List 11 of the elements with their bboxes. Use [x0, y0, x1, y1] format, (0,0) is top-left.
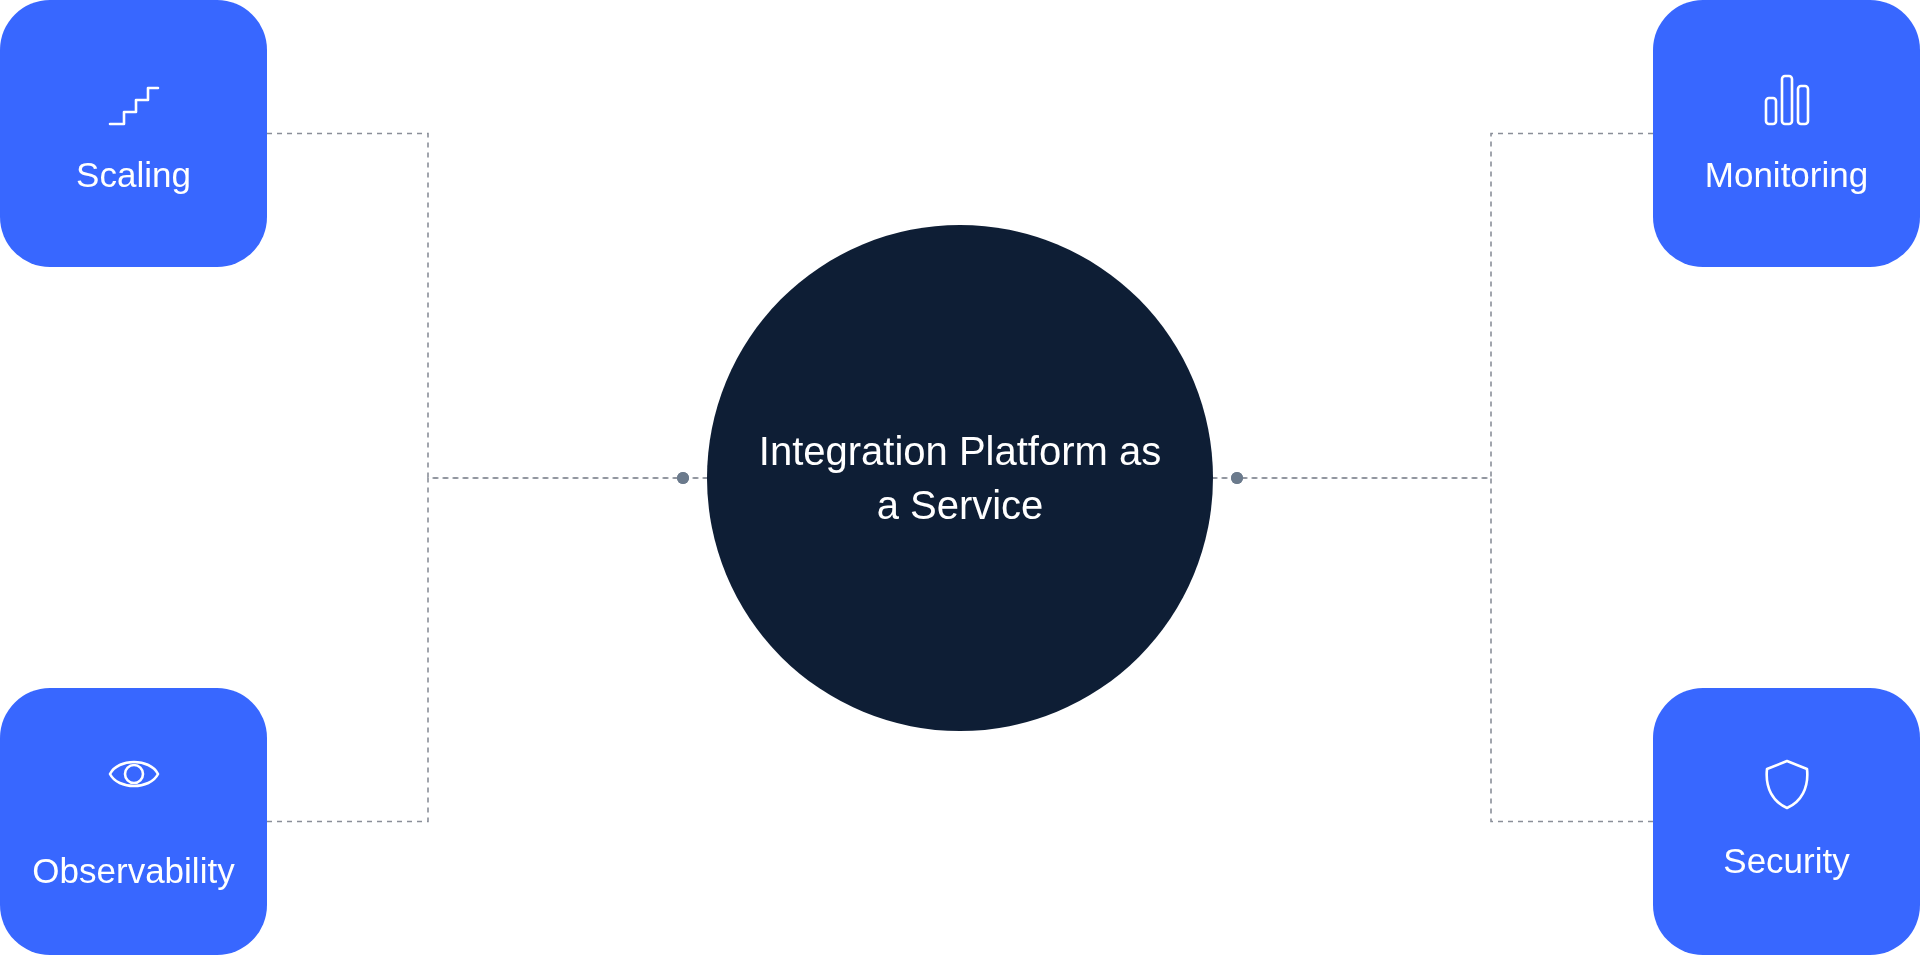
dashed-connector — [266, 472, 708, 823]
hub-label: Integration Platform as a Service — [757, 428, 1163, 529]
dashed-connector — [1212, 472, 1654, 823]
feature-label: Security — [1722, 840, 1851, 882]
feature-card — [0, 688, 267, 955]
feature-label: Scaling — [75, 154, 192, 196]
feature-label: Monitoring — [1703, 154, 1870, 196]
feature-card — [1653, 0, 1920, 267]
feature-label: Observability — [31, 850, 236, 892]
feature-card — [0, 0, 267, 267]
feature-card — [1653, 688, 1920, 955]
